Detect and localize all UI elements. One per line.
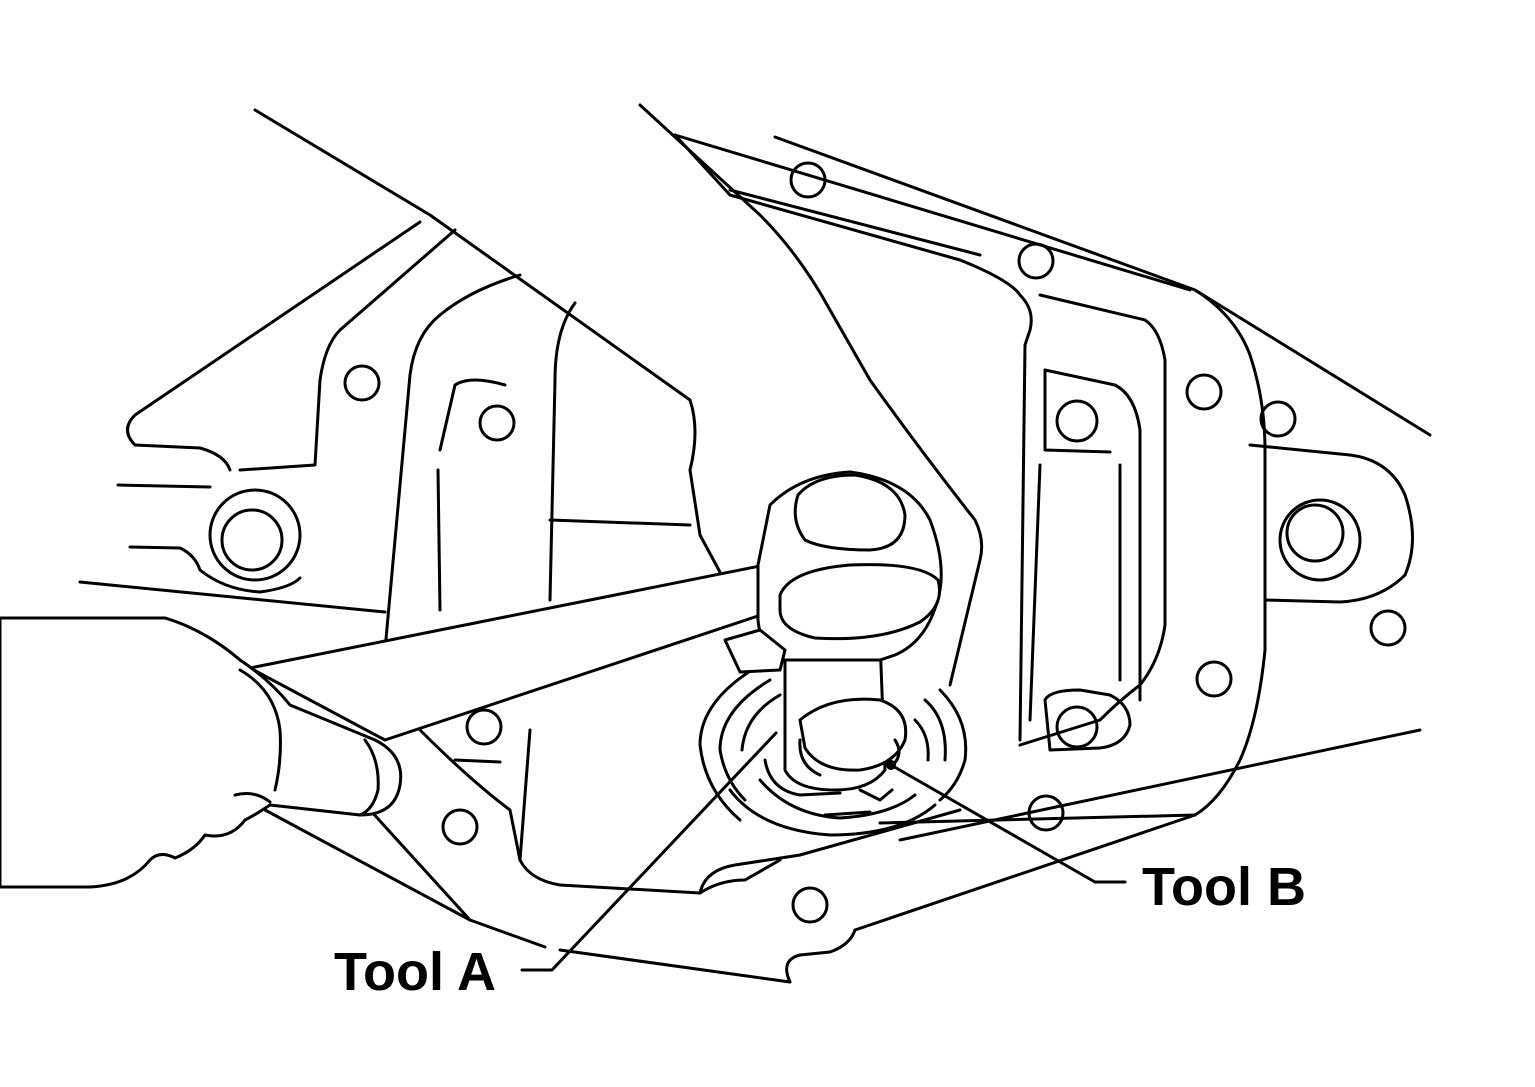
mount-boss-inner-icon — [220, 508, 284, 572]
bolt-hole-icon — [1055, 399, 1099, 443]
bolt-hole-icon — [1027, 794, 1065, 832]
bolt-hole-icon — [1017, 242, 1055, 280]
tool-b-leader-line — [889, 763, 1127, 884]
bolt-hole-icon — [465, 708, 503, 746]
bolt-hole-icon — [1185, 373, 1223, 411]
tool-a-label: Tool A — [334, 942, 496, 1002]
bolt-hole-icon — [1195, 660, 1233, 698]
tool-b-leader-dot — [886, 760, 896, 770]
hand-palm — [0, 616, 403, 889]
hammer-handle — [248, 563, 775, 742]
bolt-hole-icon — [343, 364, 381, 402]
oil-seal-rings — [698, 663, 968, 837]
tool-collar — [723, 628, 787, 674]
bolt-hole-icon — [789, 161, 827, 199]
hammer-head-top — [793, 473, 907, 552]
bolt-hole-icon — [1369, 609, 1407, 647]
hammer-tool — [248, 470, 943, 792]
bolt-hole-icon — [478, 404, 516, 442]
bolt-hole-icon — [441, 808, 479, 846]
mount-boss-inner-icon — [1285, 503, 1345, 563]
mount-boss-outer-icon — [208, 488, 302, 582]
tool-a-leader-line — [520, 731, 778, 972]
right-housing — [638, 103, 1432, 984]
callouts: Tool A Tool B — [334, 731, 1306, 1002]
tool-b-label: Tool B — [1142, 857, 1306, 917]
hammer-head-face — [778, 563, 941, 641]
bolt-hole-icon — [791, 886, 829, 924]
hand — [0, 616, 403, 889]
bolt-hole-icon — [1055, 705, 1099, 749]
bolt-hole-icon — [1259, 400, 1297, 438]
tool-tip — [798, 697, 908, 772]
mount-boss-outer-icon — [1278, 498, 1362, 582]
